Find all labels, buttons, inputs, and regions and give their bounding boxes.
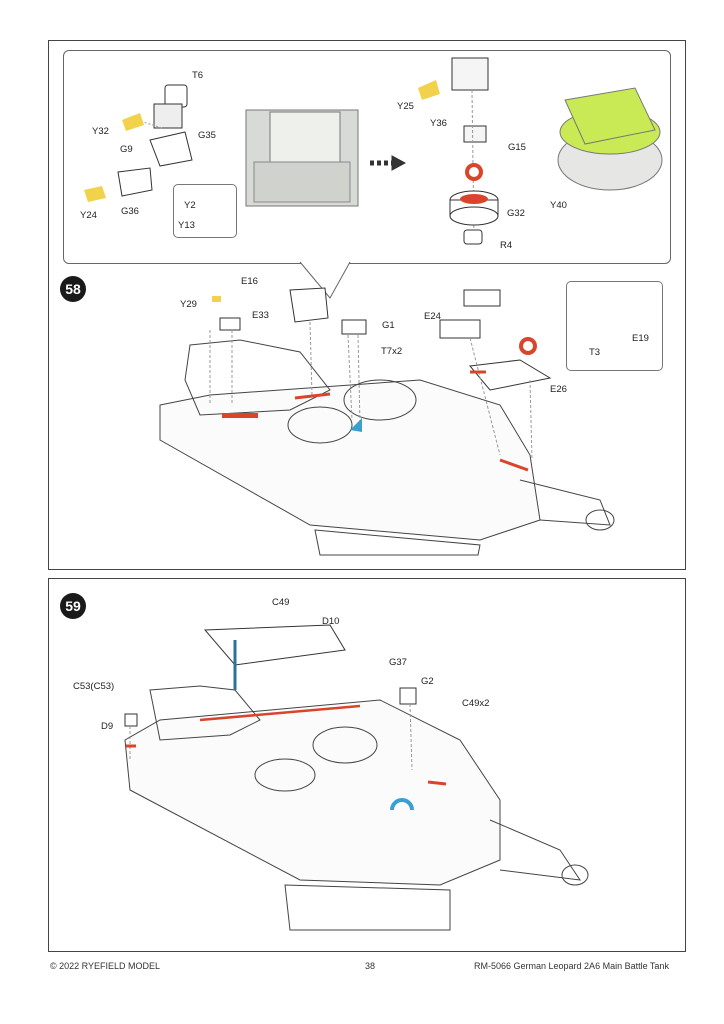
g36-bracket [117, 167, 153, 197]
footer-product: RM-5066 German Leopard 2A6 Main Battle T… [474, 961, 669, 971]
label-c49: C49 [272, 597, 290, 608]
label-t7x2: T7x2 [381, 346, 403, 357]
label-y29: Y29 [180, 299, 197, 310]
label-y24: Y24 [80, 210, 97, 221]
label-d10: D10 [322, 616, 340, 627]
label-c49x2: C49x2 [462, 698, 490, 709]
label-g9: G9 [120, 144, 133, 155]
label-e19: E19 [632, 333, 649, 344]
label-c53: C53(C53) [73, 681, 115, 692]
label-g32: G32 [507, 208, 525, 219]
footer-page-number: 38 [365, 961, 376, 971]
label-e24: E24 [424, 311, 441, 322]
label-g35: G35 [198, 130, 216, 141]
label-t6: T6 [192, 70, 204, 81]
label-e33: E33 [252, 310, 269, 321]
y2-y13-inset [173, 184, 237, 238]
label-d9: D9 [101, 721, 114, 732]
label-y36: Y36 [430, 118, 447, 129]
label-g37: G37 [389, 657, 407, 668]
label-g36: G36 [121, 206, 139, 217]
step-58-number: 58 [60, 276, 86, 302]
label-y13: Y13 [178, 220, 195, 231]
label-g2: G2 [421, 676, 434, 687]
label-y25: Y25 [397, 101, 414, 112]
label-y2: Y2 [184, 200, 196, 211]
label-g1: G1 [382, 320, 395, 331]
label-e26: E26 [550, 384, 567, 395]
step-59-hull [124, 685, 589, 931]
label-t3: T3 [589, 347, 601, 358]
label-e16: E16 [241, 276, 258, 287]
label-r4: R4 [500, 240, 513, 251]
step-59-number: 59 [60, 593, 86, 619]
label-y32: Y32 [92, 126, 109, 137]
footer-copyright: © 2022 RYEFIELD MODEL [50, 961, 161, 971]
label-y40: Y40 [550, 200, 567, 211]
step-58-hull [159, 339, 615, 556]
label-g15: G15 [508, 142, 526, 153]
g35-bracket [149, 84, 193, 167]
e19-t3-inset [566, 281, 663, 371]
